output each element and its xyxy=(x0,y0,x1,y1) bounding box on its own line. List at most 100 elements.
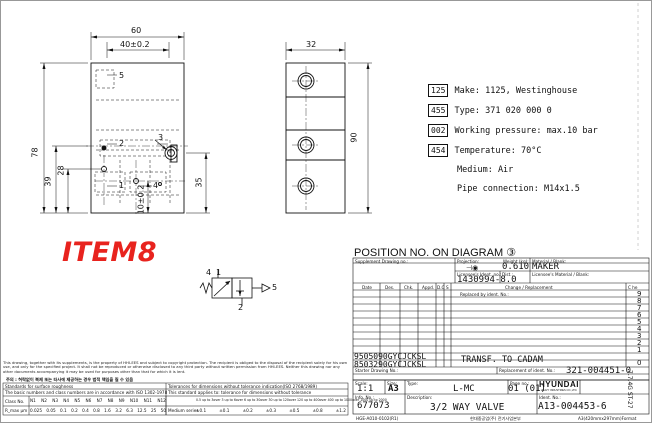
description-label: Description: xyxy=(407,395,433,400)
rev-row1-id: 9505090GYCJCKSL xyxy=(354,352,427,361)
replacement-label: Replacement of ident. No.: xyxy=(499,368,555,373)
replacement-value: 321-004451-0 xyxy=(566,366,632,376)
title-block-grid xyxy=(352,257,650,415)
ra-cell: 3.2 xyxy=(115,408,122,413)
ra-cell: 0.05 xyxy=(46,408,56,413)
valve-symbol xyxy=(199,270,271,306)
type-value: L-MC xyxy=(453,384,475,394)
position-number: ③ xyxy=(506,247,517,259)
port-label-4: 4 xyxy=(153,181,159,190)
info-value: 677073 xyxy=(357,401,390,411)
rev-6: 6 xyxy=(637,311,642,319)
starter-drawing-label: Starter Drawing No.: xyxy=(355,368,398,373)
company-name: HYUNDAI xyxy=(539,380,579,389)
spec-tag: 455 xyxy=(428,104,449,117)
class-cell: N10 xyxy=(129,398,139,403)
port-label-2: 2 xyxy=(119,139,125,148)
material-label: Material / Blank: xyxy=(532,259,567,264)
ra-cell: 50 xyxy=(160,408,166,413)
ra-label: R_max μm xyxy=(5,408,28,413)
tol-value-cell: ±0.5 xyxy=(289,408,300,413)
ra-cell: 12.5 xyxy=(137,408,147,413)
tol-value-cell: ±0.1 xyxy=(196,408,207,413)
standards-grid xyxy=(2,382,349,416)
tol-range-cell: over 6 up to 30 xyxy=(235,398,261,402)
rev-8: 8 xyxy=(637,297,642,305)
symbol-port-2: 2 xyxy=(238,303,244,312)
spec-tag: 454 xyxy=(428,144,449,157)
class-cell: N11 xyxy=(143,398,153,403)
rev-0: 0 xyxy=(637,359,642,367)
type-label: Type: xyxy=(407,381,419,386)
supplement-label: Supplement Drawing no.: xyxy=(355,259,409,264)
dim-side-width: 32 xyxy=(306,40,317,49)
col-change: Change / Replacement xyxy=(505,285,553,290)
margin-note: 7.7.4G ST-27 xyxy=(626,370,633,409)
dim-side-height: 90 xyxy=(349,132,359,143)
class-cell: N1 xyxy=(30,398,36,403)
scale-value: 1:1 xyxy=(357,384,374,394)
size-label: Size: xyxy=(387,381,398,386)
ra-cell: 1.6 xyxy=(104,408,111,413)
tol-value-cell: ±0.8 xyxy=(312,408,323,413)
class-cell: N7 xyxy=(96,398,103,403)
page-label: Page no.: xyxy=(510,381,530,386)
size-value: A3 xyxy=(388,384,399,394)
rev-4: 4 xyxy=(637,325,642,333)
ra-cell: 0.025 xyxy=(30,408,42,413)
class-cell: N5 xyxy=(74,398,81,403)
dim-left-28: 28 xyxy=(56,165,66,176)
port-label-5: 5 xyxy=(119,71,125,80)
ident-value: A13-004453-6 xyxy=(538,401,607,412)
tol-range-cell: 0.5 up to 3 xyxy=(196,398,214,402)
position-heading-text: POSITION NO. ON DIAGRAM xyxy=(354,247,504,259)
tol-range-cell: over 3 up to 6 xyxy=(213,398,236,402)
medium-series-label: Medium series xyxy=(168,408,199,413)
rev-3: 3 xyxy=(637,332,642,340)
col-date: Date xyxy=(362,285,373,290)
item-label: ITEM8 xyxy=(62,237,158,268)
dim-left-39: 39 xyxy=(43,176,53,187)
symbol-port-1: 1 xyxy=(216,268,222,277)
weight-value: 0.610 xyxy=(502,262,530,272)
description-value: 3/2 WAY VALVE xyxy=(430,402,505,413)
front-view xyxy=(40,32,210,215)
spec-medium: Medium: Air xyxy=(457,164,513,177)
licensee-ident-value: 1430994-8.0 xyxy=(457,275,517,285)
tol-value-cell: ±1.2 xyxy=(335,408,346,413)
replaced-by-label: Replaced by ident. No.: xyxy=(460,292,509,297)
dim-front-inner: 40±0.2 xyxy=(120,40,150,49)
legal-notice: This drawing, together with its suppleme… xyxy=(3,361,348,374)
ident-label: Ident. No.: xyxy=(539,395,561,400)
spec-tag: 125 xyxy=(428,84,449,97)
page-value: 01 (01) xyxy=(508,384,546,394)
col-des: Des. xyxy=(385,285,395,290)
class-cell: N9 xyxy=(118,398,125,403)
col-dc: D.C xyxy=(437,285,445,290)
dim-front-width: 60 xyxy=(131,26,142,35)
side-view xyxy=(285,42,372,214)
tol-heading: Tolerances for dimensions without tolera… xyxy=(168,384,317,389)
spec-text: Working pressure: max.10 bar xyxy=(454,126,598,136)
spec-text: Medium: Air xyxy=(457,165,514,175)
tol-value-cell: ±0.1 xyxy=(219,408,230,413)
material-value: MAKER xyxy=(532,262,560,272)
tol-range-cell: over 30 up to 120 xyxy=(260,398,289,402)
tol-range-cell: over 1000 up to 2000 xyxy=(352,398,387,402)
projection-symbol-icon: ⊣◉ xyxy=(466,264,479,272)
class-cell: N12 xyxy=(157,398,166,403)
licensee-ident-label: Licensee's Ident. no.: xyxy=(457,272,502,277)
class-cell: N3 xyxy=(52,398,58,403)
spec-pipe: Pipe connection: M14x1.5 xyxy=(457,183,580,196)
licensee-material-label: Licensee's Material / Blank: xyxy=(532,272,590,277)
class-label: Class No. xyxy=(5,399,25,404)
position-heading: POSITION NO. ON DIAGRAM ③ xyxy=(354,246,516,259)
class-cell: N2 xyxy=(41,398,47,403)
korean-note: 주의 : 허락없이 복제 또는 타사에 제공하는 경우 법적 책임을 질 수 있… xyxy=(6,377,134,382)
ra-cell: 0.2 xyxy=(71,408,78,413)
tol-note: This standard applies to: tolerance for … xyxy=(168,390,312,395)
